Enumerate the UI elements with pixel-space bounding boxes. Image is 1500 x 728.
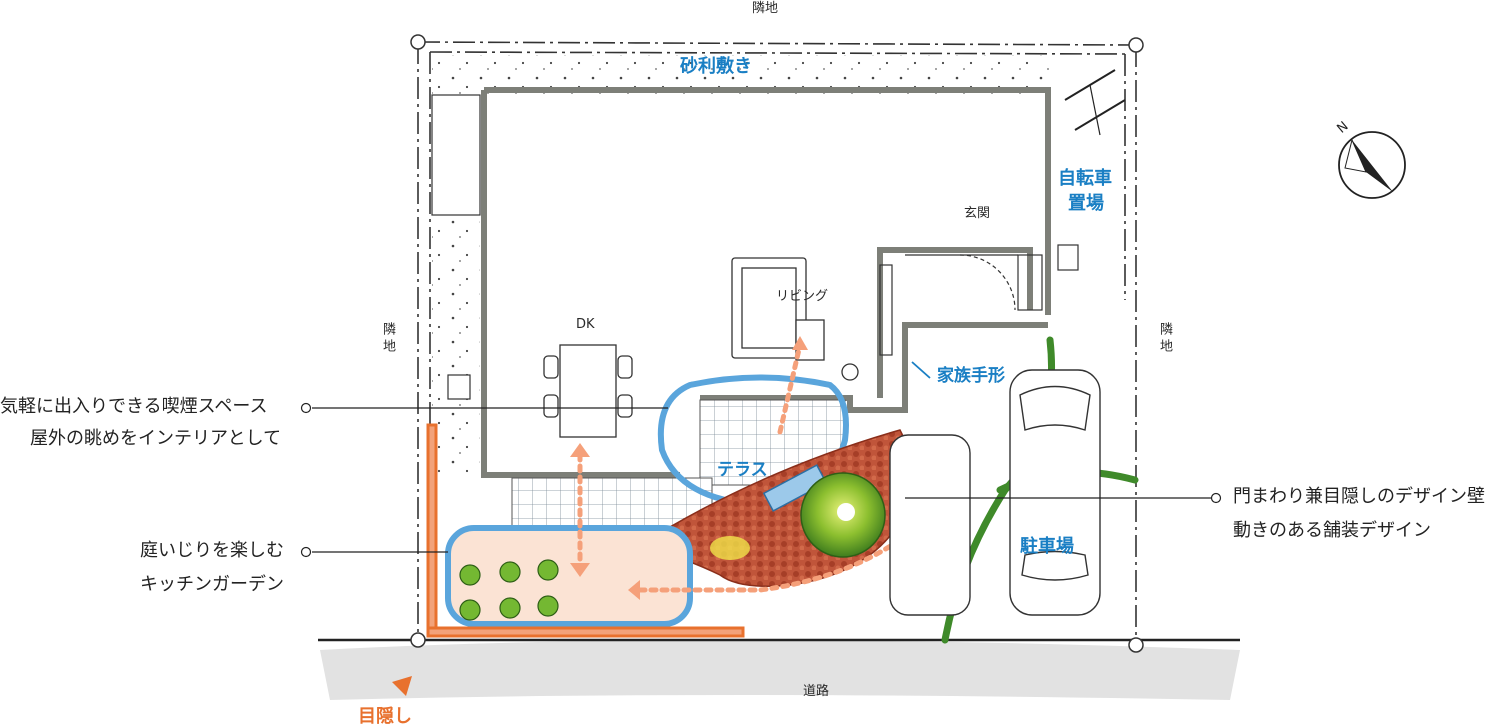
dining-furniture [543,344,633,438]
svg-text:N: N [1334,119,1351,137]
kitchen-garden [445,525,693,627]
leader-lines [300,402,1222,558]
room-dk-label: DK [576,317,595,332]
screen-arrow-icon [392,676,412,696]
living-furniture [731,257,859,381]
room-entrance-label: 玄関 [964,206,991,221]
annotation-garden-2: キッチンガーデン [140,574,284,595]
road-label: 道路 [803,684,830,699]
gravel-area [431,55,1050,475]
garden-tree [800,472,886,558]
parking-label: 駐車場 [1020,536,1074,557]
neighbor-right-label: 隣地 [1157,322,1172,356]
neighbor-left-label: 隣地 [380,322,395,356]
family-handprint-label: 家族手形 [937,366,1005,386]
room-living-label: リビング [776,289,829,304]
bicycle-label-1: 自転車 [1058,168,1112,189]
annotation-wall-2: 動きのある舗装デザイン [1233,520,1431,541]
annotation-garden-1: 庭いじりを楽しむ [140,540,284,561]
bicycle-label-2: 置場 [1068,193,1104,214]
north-arrow-icon: N [1334,119,1406,199]
terrace-label: テラス [717,460,768,480]
bicycles [1064,69,1126,136]
screen-fence [426,423,745,638]
site-boundary [417,41,1137,645]
screen-label: 目隠し [358,706,412,727]
annotation-wall-1: 門まわり兼目隠しのデザイン壁 [1233,486,1485,507]
boundary-markers [410,34,1144,653]
parked-cars [889,369,1101,616]
neighbor-top-label: 隣地 [752,1,779,16]
annotation-smoking-2: 屋外の眺めをインテリアとして [30,428,282,449]
annotation-smoking-1: 気軽に出入りできる喫煙スペース [0,396,268,417]
road [318,638,1240,700]
gravel-label: 砂利敷き [680,56,752,77]
